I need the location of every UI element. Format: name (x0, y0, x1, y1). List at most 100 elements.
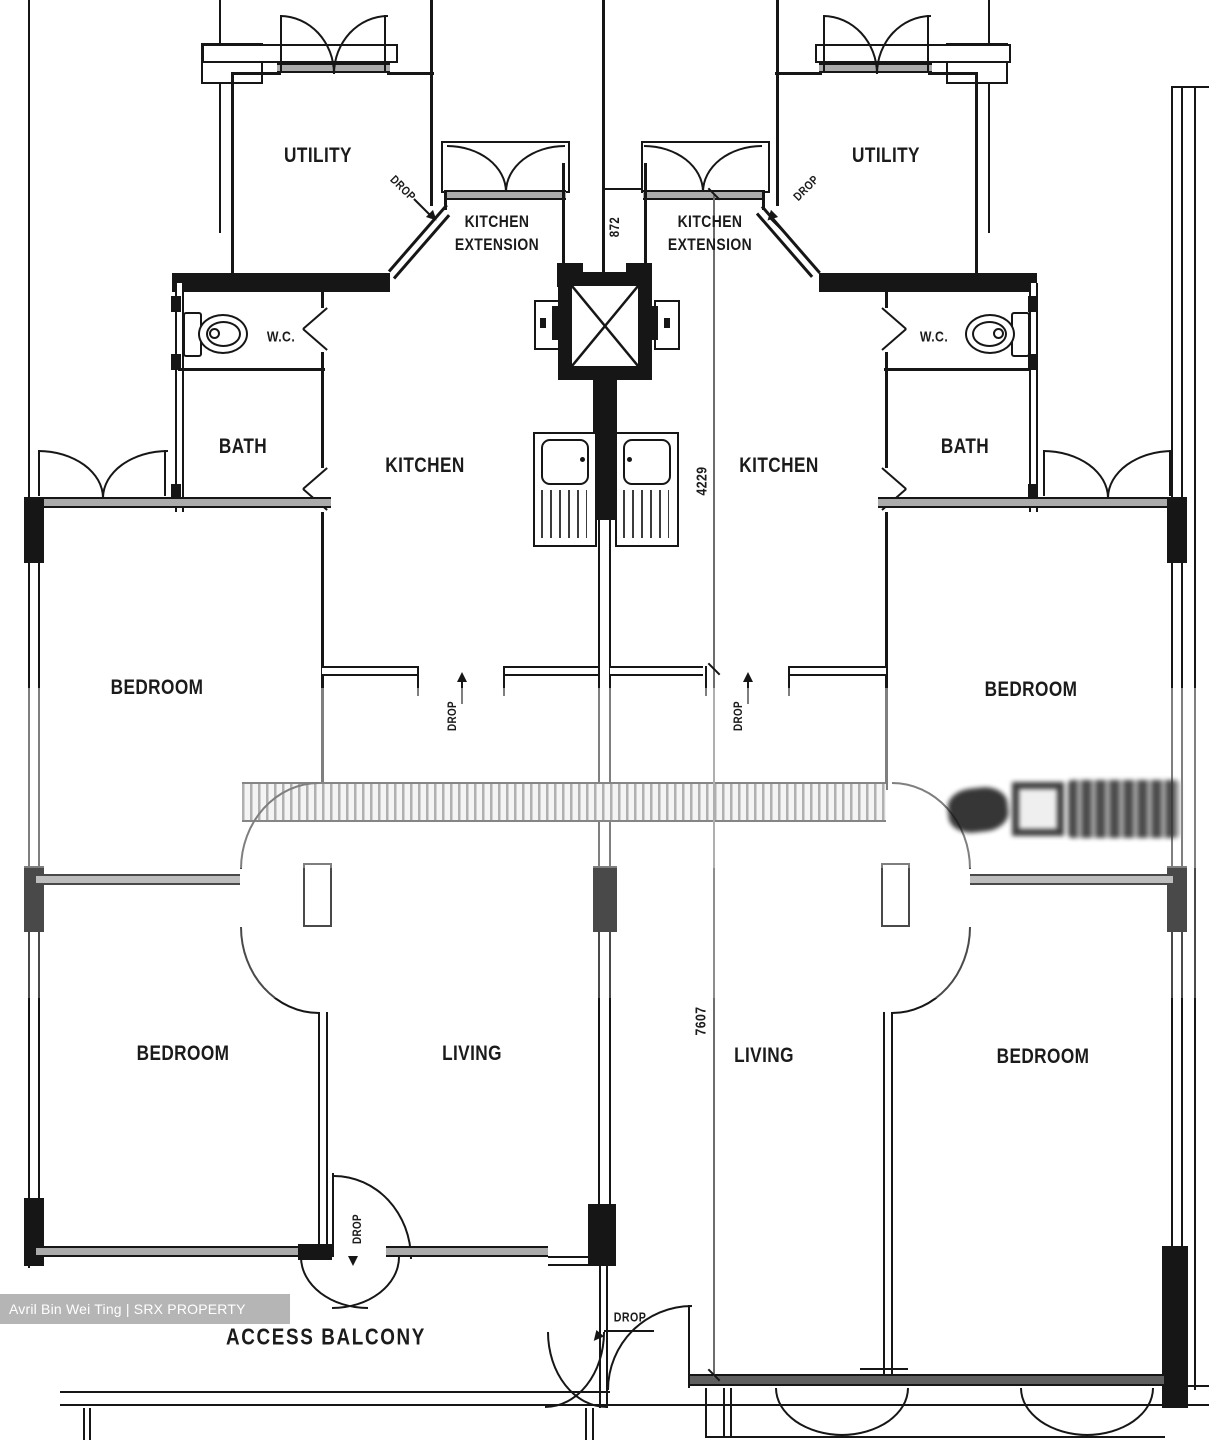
drop-label-bottom-left: DROP (350, 1213, 364, 1245)
riser-dot (664, 318, 670, 328)
door-arc (1043, 450, 1109, 498)
door-arc (280, 15, 335, 74)
party-wall (598, 932, 611, 1204)
right-wall-line-b (1181, 86, 1183, 1408)
balcony-stub (585, 1408, 594, 1440)
room-label-utility-right: UTILITY (852, 144, 920, 167)
door-arc (240, 927, 319, 1014)
wall-block (171, 354, 181, 370)
dimension-line (713, 195, 715, 1378)
room-label-kitchen-extension-left-2: EXTENSION (454, 235, 540, 254)
lift-shaft-icon (572, 286, 638, 366)
room-label-living-left: LIVING (442, 1042, 502, 1065)
door-swing (881, 328, 907, 351)
column (1162, 1246, 1188, 1408)
wall-stub (503, 666, 505, 696)
wall (885, 512, 888, 790)
door-leaf (927, 15, 929, 72)
wall-block (171, 296, 181, 312)
wall (231, 74, 234, 273)
room-label-kitchen-extension-left-1: KITCHEN (464, 212, 530, 231)
drop-label-mid-left: DROP (445, 700, 459, 732)
wall (776, 0, 779, 206)
structural-wall (819, 273, 1037, 292)
boundary-line-right (1194, 86, 1196, 1390)
wall (883, 1012, 893, 1374)
wall-foot (860, 1368, 908, 1370)
wall (321, 352, 324, 468)
door-arc (892, 927, 971, 1014)
window-mullion (723, 1388, 732, 1436)
wall-stub (417, 666, 419, 696)
window-arc (1086, 1388, 1154, 1436)
boundary-tick (1171, 86, 1209, 88)
label-access-balcony: ACCESS BALCONY (225, 1323, 427, 1350)
wall-stub (705, 666, 707, 696)
door-leaf (164, 450, 166, 496)
door-leaf (38, 450, 40, 496)
window-arc (1020, 1388, 1088, 1436)
diagonal-wall (392, 214, 451, 280)
room-label-bedroom-lower-right: BEDROOM (996, 1045, 1090, 1068)
wall-block (1028, 484, 1038, 500)
room-label-kitchen-right: KITCHEN (739, 454, 819, 477)
riser-bar (552, 306, 558, 340)
party-wall (588, 1204, 616, 1266)
drop-label-diag-right: DROP (790, 172, 822, 204)
room-label-kitchen-left: KITCHEN (385, 454, 465, 477)
wall (548, 1256, 588, 1266)
wall (690, 1374, 1164, 1386)
door-swing (302, 467, 328, 490)
wall (644, 163, 647, 273)
room-label-living-right: LIVING (734, 1044, 794, 1067)
door-leaf (1043, 450, 1045, 496)
door-arc (332, 1257, 400, 1309)
drop-arrow-icon (743, 672, 753, 682)
wall (36, 874, 240, 885)
wall (175, 283, 184, 512)
wall (298, 1244, 332, 1260)
wall (928, 72, 978, 75)
door-arc (1107, 450, 1173, 498)
wall (231, 72, 281, 75)
door-arc (102, 450, 168, 498)
wall (884, 368, 1031, 371)
wall (970, 874, 1173, 885)
toilet-flush-icon (993, 328, 1004, 339)
blurred-stamp (945, 772, 1188, 846)
balcony-edge (1188, 1385, 1209, 1387)
party-wall (593, 866, 617, 932)
balcony-edge (60, 1404, 1209, 1406)
drop-arrow-line (747, 682, 749, 704)
wall (321, 292, 324, 308)
wall-block (171, 484, 181, 500)
drop-arrow-icon (457, 672, 467, 682)
wall (1029, 283, 1038, 512)
door-leaf (384, 15, 386, 72)
wall (36, 497, 331, 508)
wall (387, 72, 434, 75)
wall (610, 666, 703, 676)
wall (321, 512, 324, 790)
room-label-bedroom-upper-left: BEDROOM (110, 676, 204, 699)
wall-stub (788, 666, 790, 696)
wall (975, 74, 978, 273)
drop-label-mid-right: DROP (731, 700, 745, 732)
room-label-bath-right: BATH (940, 435, 990, 458)
door-leaf (332, 1173, 334, 1257)
room-label-utility-left: UTILITY (284, 144, 352, 167)
diagonal-wall (755, 212, 814, 278)
wall (790, 666, 886, 676)
window-line (705, 1436, 1165, 1438)
drop-label-bottom-centre: DROP (613, 1309, 647, 1325)
window-line (705, 1388, 707, 1436)
sink-drainboard-icon (541, 490, 587, 538)
watermark-bar: Avril Bin Wei Ting | SRX PROPERTY (0, 1294, 290, 1324)
room-label-wc-left: W.C. (266, 328, 296, 346)
door-leaf (1169, 450, 1171, 496)
balcony-stub (83, 1408, 91, 1440)
column (1167, 497, 1187, 563)
wall-stub (881, 863, 910, 927)
drop-arrow-icon (348, 1256, 358, 1266)
room-label-bath-left: BATH (218, 435, 268, 458)
